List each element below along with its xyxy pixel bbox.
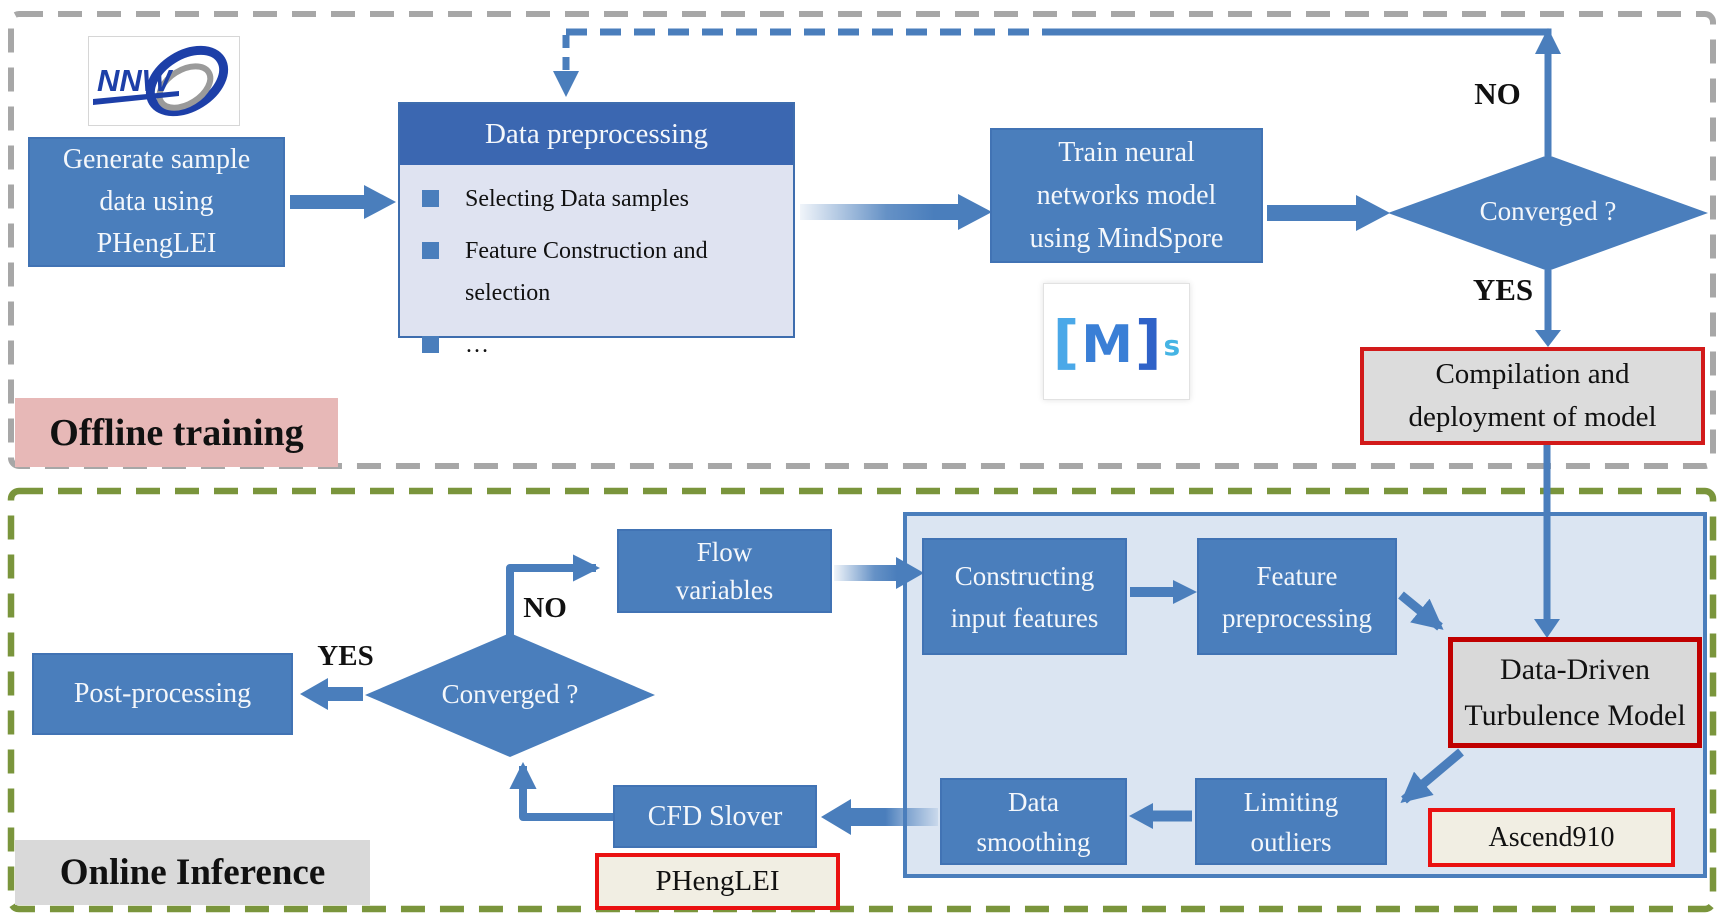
data-preprocessing-title: Data preprocessing [400,104,793,165]
arrow-feature-to-datadriven [1398,591,1444,631]
online-no-label: NO [523,592,567,624]
mindspore-logo-icon: [M]s [1052,307,1181,376]
arrow-yes-line [1544,270,1552,332]
feature-preprocessing-box: Feature preprocessing [1197,538,1397,655]
arrow-datadriven-to-limiting [1400,748,1464,804]
svg-text:NNW: NNW [97,63,174,98]
online-yes-label: YES [317,640,374,672]
feedback-line-solid [1058,28,1552,36]
mindspore-logo: [M]s [1043,283,1190,400]
arrow-yes-to-postprocessing [300,678,363,710]
arrow-train-to-converged [1267,195,1390,231]
offline-converged-diamond [1388,155,1708,271]
arrow-limiting-to-smoothing [1129,803,1192,829]
online-inference-label: Online Inference [15,840,370,905]
constructing-input-features-box: Constructing input features [922,538,1127,655]
nnw-logo: NNW [88,36,240,126]
list-item: Feature Construction and selection [422,230,783,314]
feedback-drop-head [553,71,579,97]
generate-sample-box: Generate sample data using PHengLEI [28,137,285,267]
arrow-deploy-head [1534,619,1560,638]
arrow-deploy-line [1543,445,1551,621]
data-preprocessing-box: Data preprocessing Selecting Data sample… [398,102,795,358]
arrow-generate-to-preprocessing [290,185,396,219]
limiting-outliers-box: Limiting outliers [1195,778,1387,865]
online-region-border [7,487,1717,913]
arrow-no-to-flow-variables [506,554,601,636]
offline-converged-label: Converged ? [1479,196,1617,226]
compilation-deployment-box: Compilation and deployment of model [1360,347,1705,445]
data-preprocessing-list: Selecting Data samples Feature Construct… [400,165,793,366]
square-bullet-icon [422,336,439,353]
list-item: Selecting Data samples [422,178,783,220]
phenglei-box: PHengLEI [595,853,840,910]
square-bullet-icon [422,190,439,207]
offline-region-border [8,11,1716,469]
data-driven-turbulence-model-box: Data-Driven Turbulence Model [1448,637,1702,748]
arrow-flow-to-constructing [834,557,924,589]
post-processing-box: Post-processing [32,653,293,735]
square-bullet-icon [422,242,439,259]
arrow-smoothing-to-cfd [821,799,938,835]
online-converged-diamond [365,633,655,757]
list-item: … [422,324,783,366]
flow-variables-box: Flow variables [617,529,832,613]
data-smoothing-box: Data smoothing [940,778,1127,865]
online-converged-label: Converged ? [441,679,579,709]
train-model-box: Train neural networks model using MindSp… [990,128,1263,263]
arrow-no-up-line [1544,50,1552,156]
ascend910-box: Ascend910 [1428,808,1675,867]
arrow-no-up-head [1535,28,1561,54]
nnw-logo-icon: NNW [93,45,229,117]
offline-yes-label: YES [1472,272,1534,307]
arrow-yes-head [1535,330,1561,347]
arrow-preprocessing-to-train [800,194,992,230]
cfd-solver-box: CFD Slover [613,785,817,848]
offline-training-label: Offline training [15,398,338,467]
arrow-constructing-to-feature [1130,580,1197,604]
offline-no-label: NO [1474,76,1521,111]
arrow-cfd-to-converged [509,761,613,821]
